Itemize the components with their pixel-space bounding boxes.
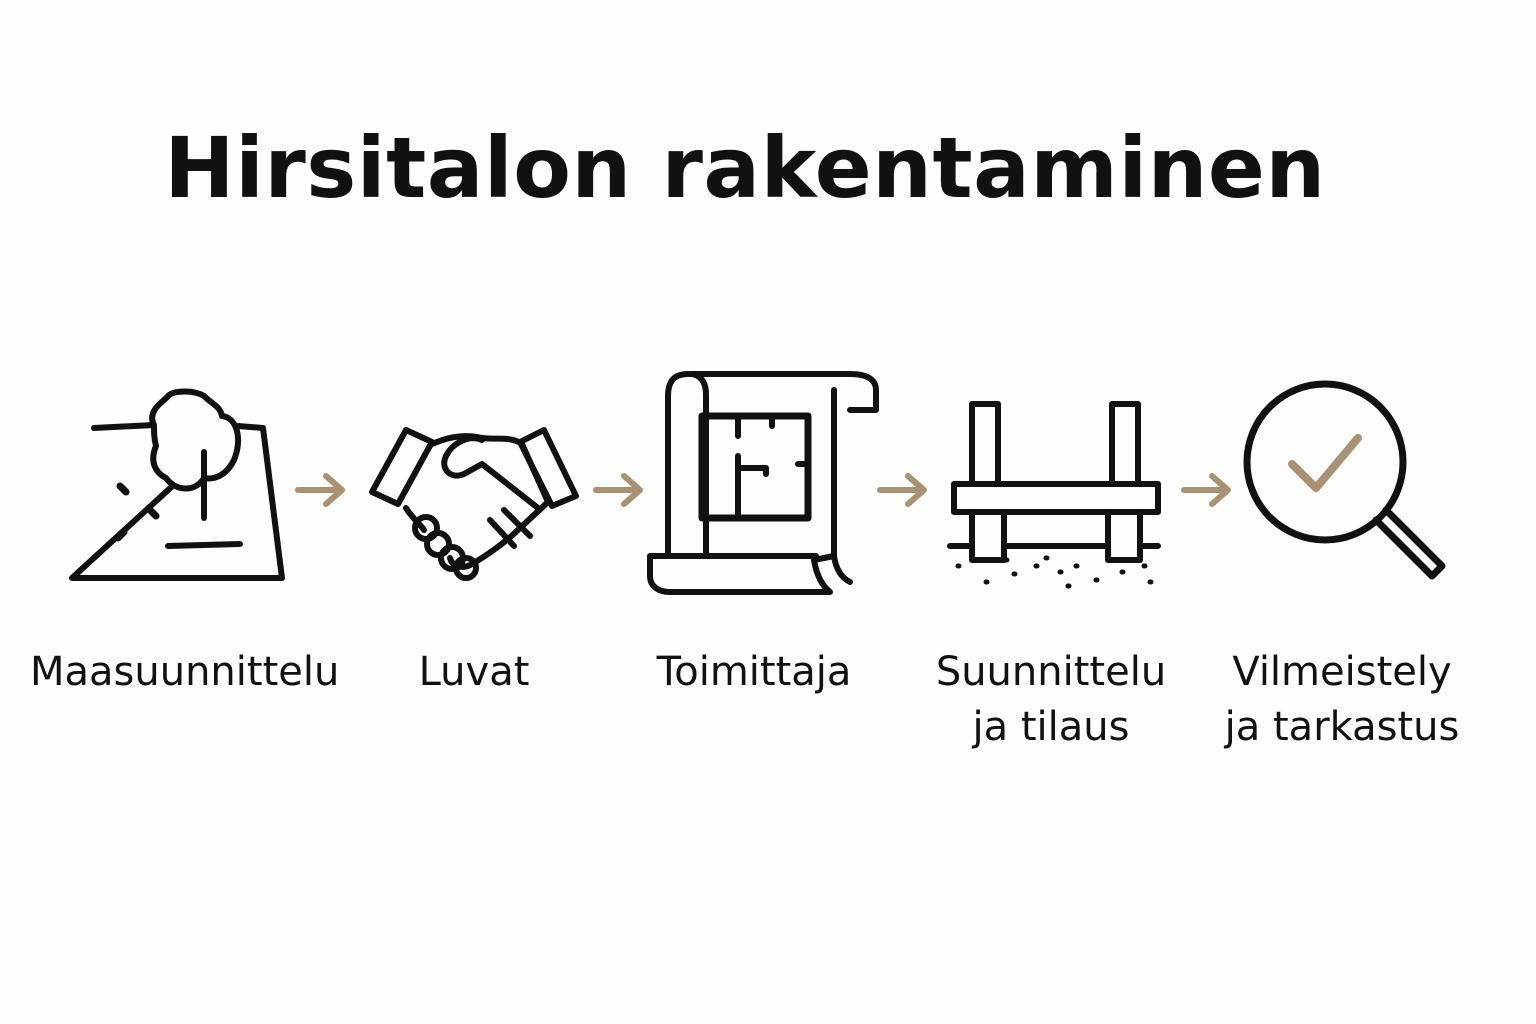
step-label-luvat: Luvat [418,649,530,695]
step-label-suunnittelu: Suunnittelu ja tilaus [935,649,1167,750]
step-label-vilmeistely: Vilmeistely ja tarkastus [1224,649,1460,750]
page-title: Hirsitalon rakentaminen [164,119,1326,217]
step-label-toimittaja: Toimittaja [656,649,852,695]
foundation-icon [936,360,1176,600]
map-tree-icon [58,360,298,600]
step-label-maasuunnittelu: Maasuunnittelu [30,649,340,695]
arrow-icon [1180,468,1236,512]
arrow-icon [876,468,932,512]
arrow-icon [294,468,350,512]
blueprint-scroll-icon [640,360,880,600]
handshake-icon [354,360,594,600]
arrow-icon [592,468,648,512]
magnifier-check-icon [1224,360,1464,600]
